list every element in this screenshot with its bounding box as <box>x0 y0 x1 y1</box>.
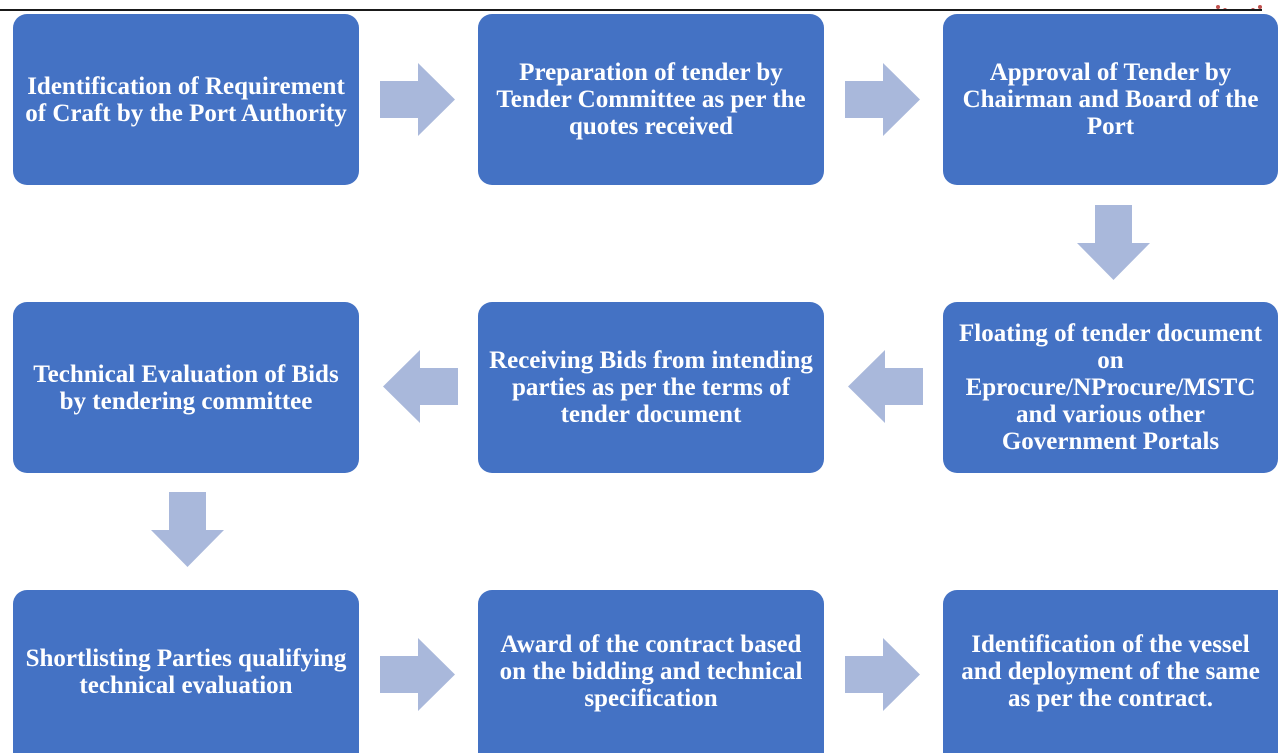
step-6-text: Technical Evaluation of Bids by tenderin… <box>33 360 339 415</box>
step-2-text: Preparation of tender by Tender Committe… <box>496 59 806 140</box>
arrow-right-icon <box>845 638 920 711</box>
header-rule <box>0 9 1262 11</box>
step-5-text: Receiving Bids from intending parties as… <box>489 347 813 428</box>
step-7-text: Shortlisting Parties qualifying technica… <box>25 644 347 699</box>
arrow-right-icon <box>845 63 920 136</box>
arrow-right-icon <box>380 638 455 711</box>
logo-fragment <box>1212 0 1264 9</box>
step-5-box: Receiving Bids from intending parties as… <box>478 302 824 473</box>
step-4-box: Floating of tender document on Eprocure/… <box>943 302 1278 473</box>
step-1-box: Identification of Requirement of Craft b… <box>13 14 359 185</box>
step-3-box: Approval of Tender by Chairman and Board… <box>943 14 1278 185</box>
step-7-box: Shortlisting Parties qualifying technica… <box>13 590 359 753</box>
step-8-text: Award of the contract based on the biddi… <box>499 631 803 712</box>
step-8-box: Award of the contract based on the biddi… <box>478 590 824 753</box>
arrow-left-icon <box>848 350 923 423</box>
step-9-box: Identification of the vessel and deploym… <box>943 590 1278 753</box>
step-9-text: Identification of the vessel and deploym… <box>961 631 1260 712</box>
step-4-text: Floating of tender document on Eprocure/… <box>959 320 1262 455</box>
arrow-down-icon <box>1077 205 1150 280</box>
step-2-box: Preparation of tender by Tender Committe… <box>478 14 824 185</box>
arrow-right-icon <box>380 63 455 136</box>
step-6-box: Technical Evaluation of Bids by tenderin… <box>13 302 359 473</box>
step-1-text: Identification of Requirement of Craft b… <box>25 72 347 127</box>
step-3-text: Approval of Tender by Chairman and Board… <box>962 59 1259 140</box>
arrow-down-icon <box>151 492 224 567</box>
arrow-left-icon <box>383 350 458 423</box>
